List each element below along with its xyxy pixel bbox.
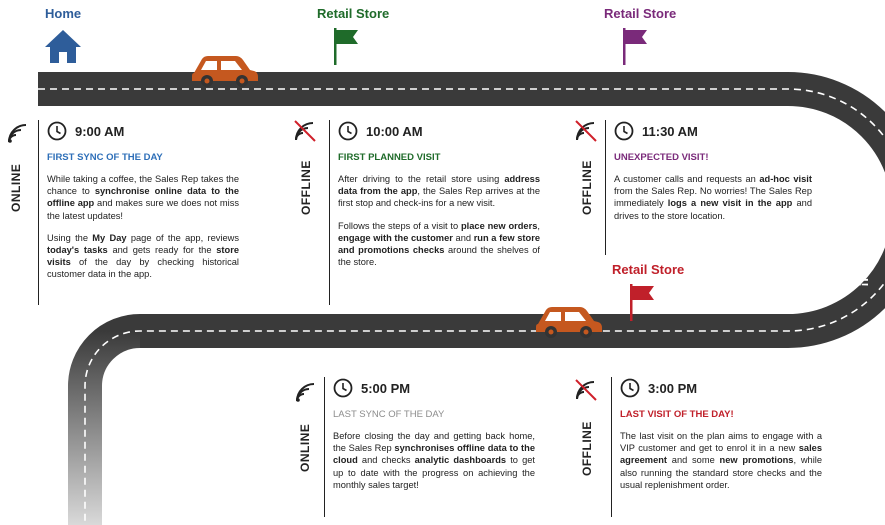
red-flag-icon bbox=[630, 284, 654, 321]
step-time: 10:00 AM bbox=[366, 123, 423, 139]
wifi-off-icon bbox=[575, 120, 597, 142]
mode-label-offline: OFFLINE bbox=[580, 421, 594, 476]
road-upper-segment bbox=[38, 72, 885, 348]
step-text: A customer calls and requests an ad-hoc … bbox=[614, 174, 812, 221]
mode-label-offline: OFFLINE bbox=[580, 160, 594, 215]
step-time: 3:00 PM bbox=[648, 380, 698, 396]
mode-label-online: ONLINE bbox=[298, 423, 312, 472]
step-heading: LAST SYNC OF THE DAY bbox=[333, 409, 445, 420]
step-10am: 10:00 AM FIRST PLANNED VISIT After drivi… bbox=[329, 120, 540, 305]
step-text: The last visit on the plan aims to engag… bbox=[620, 431, 822, 490]
road-lower-segment bbox=[68, 314, 141, 525]
home-label: Home bbox=[45, 6, 82, 21]
clock-icon bbox=[333, 378, 353, 398]
step-heading: FIRST PLANNED VISIT bbox=[338, 152, 441, 163]
lunch-label: TIME FOR LUNCH! bbox=[856, 160, 871, 288]
step-text: While taking a coffee, the Sales Rep tak… bbox=[47, 174, 239, 221]
step-heading: UNEXPECTED VISIT! bbox=[614, 152, 709, 163]
step-time: 9:00 AM bbox=[75, 123, 125, 139]
clock-icon bbox=[620, 378, 640, 398]
clock-icon bbox=[47, 121, 67, 141]
purple-flag-icon bbox=[623, 28, 647, 65]
step-1130am: 11:30 AM UNEXPECTED VISIT! A customer ca… bbox=[605, 120, 812, 255]
clock-icon bbox=[338, 121, 358, 141]
step-time: 5:00 PM bbox=[361, 380, 411, 396]
home-icon bbox=[45, 30, 81, 63]
step-text: After driving to the retail store using … bbox=[338, 174, 541, 209]
wifi-icon bbox=[296, 383, 315, 402]
car-icon-2 bbox=[536, 307, 602, 338]
wifi-icon bbox=[8, 124, 27, 143]
wifi-off-icon bbox=[294, 120, 316, 142]
step-heading: FIRST SYNC OF THE DAY bbox=[47, 152, 163, 163]
step-text: Follows the steps of a visit to place ne… bbox=[338, 220, 540, 268]
clock-icon bbox=[614, 121, 634, 141]
step-5pm: 5:00 PM LAST SYNC OF THE DAY Before clos… bbox=[324, 377, 535, 517]
step-heading: LAST VISIT OF THE DAY! bbox=[620, 409, 734, 420]
step-time: 11:30 AM bbox=[642, 123, 698, 139]
wifi-off-icon bbox=[575, 379, 597, 401]
step-text: Using the My Day page of the app, review… bbox=[47, 232, 239, 280]
retail-store-label-1: Retail Store bbox=[317, 6, 390, 21]
car-icon-1 bbox=[192, 56, 258, 87]
step-text: Before closing the day and getting back … bbox=[333, 431, 536, 490]
retail-store-label-2: Retail Store bbox=[604, 6, 677, 21]
retail-store-label-3: Retail Store bbox=[612, 262, 685, 277]
mode-label-offline: OFFLINE bbox=[299, 160, 313, 215]
step-3pm: 3:00 PM LAST VISIT OF THE DAY! The last … bbox=[611, 377, 822, 517]
step-9am: 9:00 AM FIRST SYNC OF THE DAY While taki… bbox=[38, 120, 239, 305]
mode-label-online: ONLINE bbox=[9, 163, 23, 212]
green-flag-icon bbox=[334, 28, 358, 65]
